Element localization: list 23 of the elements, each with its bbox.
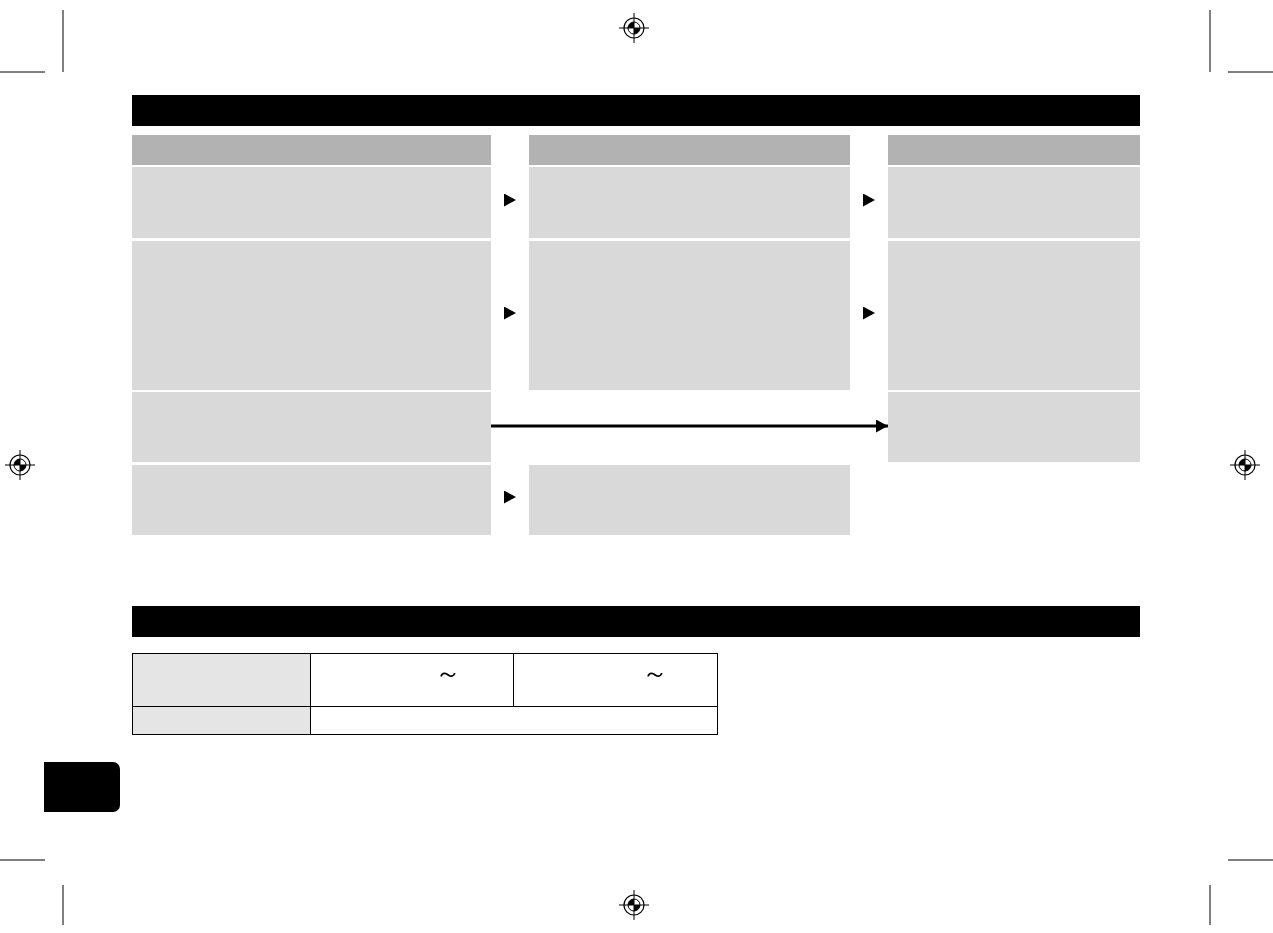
arrow — [863, 193, 875, 207]
arrow — [491, 419, 888, 433]
arrow — [863, 306, 875, 320]
content-box — [888, 392, 1140, 462]
column-header-bar — [132, 135, 491, 165]
content-box — [132, 167, 491, 238]
content-box — [529, 465, 850, 535]
content-box — [888, 167, 1140, 238]
content-box — [529, 241, 850, 390]
arrow — [504, 193, 516, 207]
content-box — [888, 241, 1140, 390]
content-box — [132, 241, 491, 390]
content-box — [132, 392, 491, 462]
column-header-bar — [529, 135, 850, 165]
range-sign: ～ — [435, 659, 461, 687]
column-header-bar — [888, 135, 1140, 165]
content-box — [132, 465, 491, 535]
content-box — [529, 167, 850, 238]
arrow — [504, 490, 516, 504]
section-heading-bar — [132, 95, 1140, 126]
arrow — [504, 306, 516, 320]
section-heading-bar — [132, 606, 1140, 637]
range-sign: ～ — [642, 659, 668, 687]
